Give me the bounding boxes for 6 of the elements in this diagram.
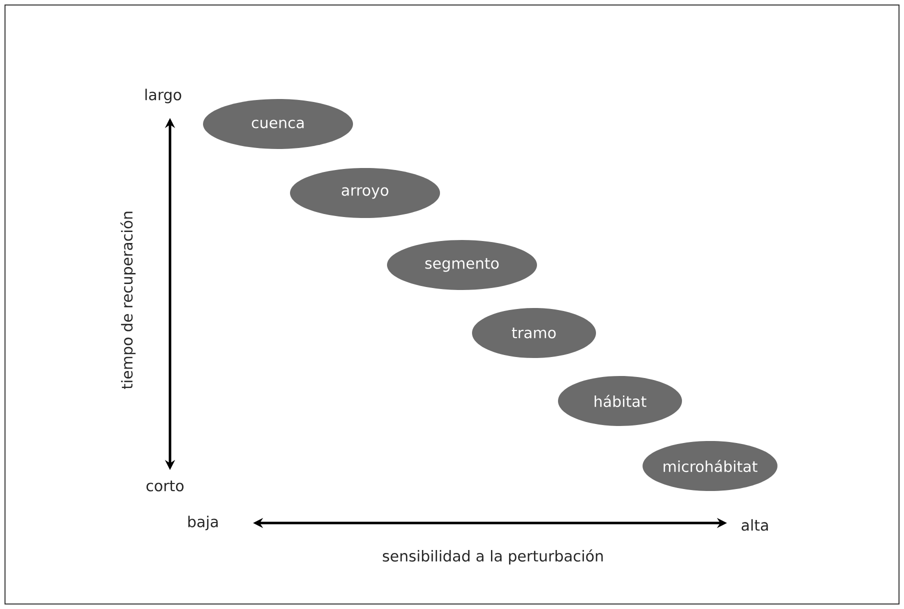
axis-label: largo [145,88,182,104]
axis-label: corto [146,480,184,492]
axis-label: tiempo de recuperación [120,212,136,390]
axis-label: alta [742,519,768,531]
axis-label: sensibilidad a la perturbación [382,549,603,565]
axis-label: baja [188,516,218,530]
